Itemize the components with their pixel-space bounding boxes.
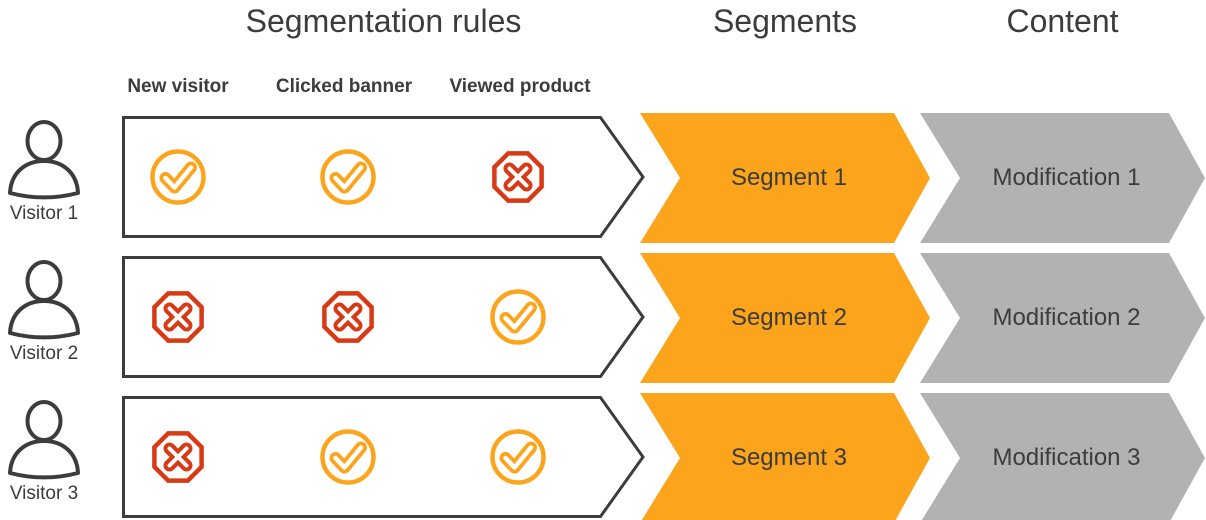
check-icon <box>489 288 547 346</box>
rule-box-outline <box>122 256 645 378</box>
visitor-row: Visitor 3 Segment 3 Modification 3 <box>0 393 1206 520</box>
rule-box <box>122 396 645 518</box>
check-icon <box>319 148 377 206</box>
visitor: Visitor 1 <box>4 115 84 225</box>
segment-label: Segment 1 <box>730 164 848 191</box>
check-icon <box>319 428 377 486</box>
rule-box <box>122 116 645 238</box>
modification-arrow: Modification 1 <box>920 113 1205 243</box>
modification-label: Modification 1 <box>992 164 1141 191</box>
visitor-label: Visitor 2 <box>9 343 79 364</box>
header-segmentation-rules: Segmentation rules <box>245 3 522 39</box>
cross-icon <box>319 288 377 346</box>
header-segments: Segments <box>712 3 858 39</box>
cross-icon <box>489 148 547 206</box>
visitor-label: Visitor 1 <box>9 203 79 224</box>
modification-arrow: Modification 3 <box>920 393 1205 520</box>
rule-box-outline <box>122 396 645 518</box>
rule-column-viewed-product: Viewed product <box>449 76 591 97</box>
visitor-label: Visitor 3 <box>9 483 79 504</box>
segment-label: Segment 3 <box>730 444 848 471</box>
cross-icon <box>149 428 207 486</box>
person-icon <box>4 255 84 341</box>
person-icon <box>4 395 84 481</box>
visitor-row: Visitor 1 Segment 1 Modification 1 <box>0 113 1206 243</box>
rule-column-new-visitor: New visitor <box>127 76 229 97</box>
modification-label: Modification 2 <box>992 304 1141 331</box>
visitor-row: Visitor 2 Segment 2 Modification 2 <box>0 253 1206 383</box>
segment-label: Segment 2 <box>730 304 848 331</box>
cross-icon <box>149 288 207 346</box>
check-icon <box>489 428 547 486</box>
modification-arrow: Modification 2 <box>920 253 1205 383</box>
segment-arrow: Segment 1 <box>640 113 930 243</box>
header-content: Content <box>1006 3 1119 39</box>
rule-column-clicked-banner: Clicked banner <box>275 76 413 97</box>
segment-arrow: Segment 3 <box>640 393 930 520</box>
person-icon <box>4 115 84 201</box>
check-icon <box>149 148 207 206</box>
visitor: Visitor 2 <box>4 255 84 365</box>
modification-label: Modification 3 <box>992 444 1141 471</box>
rule-box-outline <box>122 116 645 238</box>
visitor: Visitor 3 <box>4 395 84 505</box>
segment-arrow: Segment 2 <box>640 253 930 383</box>
rule-box <box>122 256 645 378</box>
